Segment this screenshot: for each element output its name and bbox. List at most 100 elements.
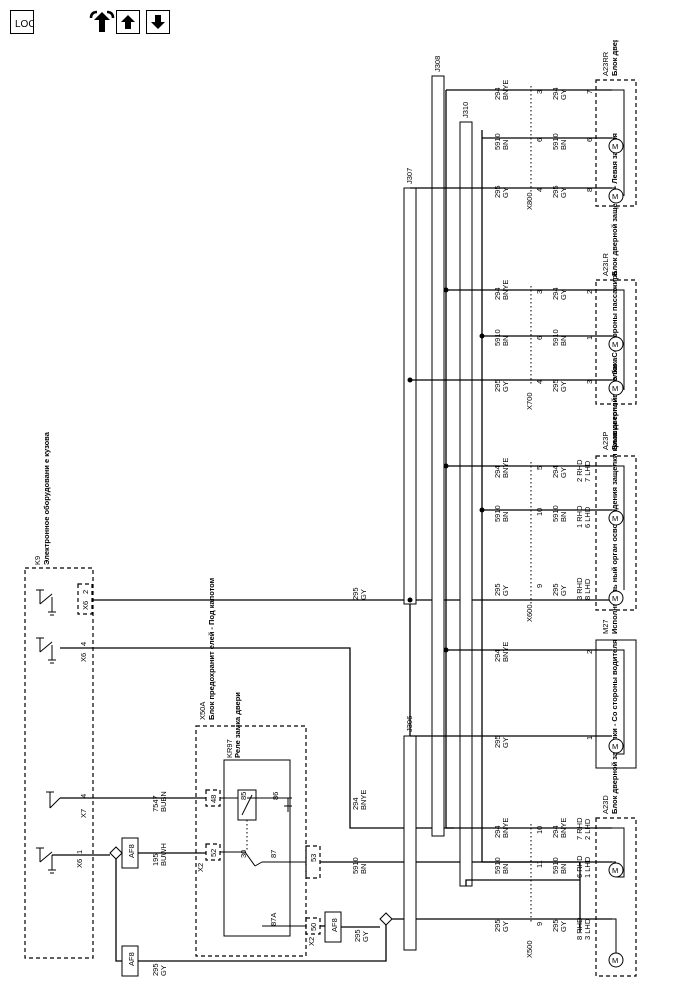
svg-text:GY: GY (359, 589, 368, 600)
svg-text:3: 3 (535, 90, 544, 94)
svg-text:A23LR: A23LR (601, 252, 610, 276)
svg-text:50: 50 (309, 923, 318, 931)
svg-text:X2: X2 (307, 937, 316, 946)
svg-text:5910: 5910 (351, 857, 360, 874)
svg-text:294: 294 (493, 825, 502, 838)
svg-text:4: 4 (79, 794, 88, 798)
svg-text:A23RR: A23RR (601, 51, 610, 76)
svg-text:AF8: AF8 (127, 952, 136, 966)
svg-text:AF8: AF8 (330, 918, 339, 932)
k9-module-box (24, 567, 94, 959)
svg-text:BNYE: BNYE (501, 458, 510, 478)
motor-icon (608, 952, 624, 968)
svg-text:Реле замка двери: Реле замка двери (233, 692, 242, 758)
svg-text:BN: BN (501, 512, 510, 522)
svg-text:Блок дверной защелки - Левая з: Блок дверной защелки - Левая задняя (610, 133, 619, 276)
svg-text:5910: 5910 (493, 857, 502, 874)
pin-labels-x700: 3 6 4 294 GY 5910 BN 295 GY (535, 287, 568, 392)
motor-icon (608, 738, 624, 754)
svg-text:X600: X600 (525, 604, 534, 622)
k9-pin2-x6-driver (36, 589, 56, 616)
svg-text:294: 294 (493, 649, 502, 662)
k9-label: K9 Электронное оборудовани е кузова (33, 431, 51, 565)
svg-text:195: 195 (151, 853, 160, 866)
x50a-fuse-block (195, 725, 307, 957)
svg-text:2: 2 (81, 590, 90, 594)
svg-text:1: 1 (585, 336, 594, 340)
wire-labels-right: 294 BNYE 5910 BN 295 GY 294 BNYE 295 GY … (493, 80, 510, 932)
svg-text:7: 7 (585, 90, 594, 94)
svg-text:A23P: A23P (601, 432, 610, 450)
motor-icon (608, 590, 624, 606)
svg-text:295: 295 (551, 583, 560, 596)
splice-j306: J306 (403, 716, 417, 951)
x50a-label: X50A Блок предохранит елей - Под капотом (198, 577, 216, 720)
svg-text:X50A: X50A (198, 702, 207, 720)
svg-text:M: M (612, 594, 618, 603)
a23rr-module: A23RR Блок дверной защелки - Правая задн… (585, 40, 637, 207)
k9-pin1-driver (36, 847, 56, 874)
svg-text:295: 295 (351, 587, 360, 600)
svg-text:295: 295 (493, 735, 502, 748)
signal-flow-icon (89, 10, 115, 32)
svg-text:GY: GY (559, 89, 568, 100)
svg-text:5910: 5910 (493, 329, 502, 346)
pin-labels-x800: 3 6 4 294 GY 5910 BN 295 GY (535, 87, 568, 198)
location-view-button[interactable]: LOC (10, 10, 34, 34)
svg-text:BUBN: BUBN (159, 791, 168, 812)
svg-text:M: M (612, 340, 618, 349)
svg-text:M27: M27 (601, 619, 610, 634)
svg-text:295: 295 (151, 963, 160, 976)
svg-text:294: 294 (493, 87, 502, 100)
svg-text:7 LHD: 7 LHD (583, 460, 592, 482)
svg-text:BN: BN (501, 140, 510, 150)
svg-text:BNYE: BNYE (501, 818, 510, 838)
svg-text:M: M (612, 742, 618, 751)
a23p-module: A23P Блок дверной защелки - Со стороны п… (595, 270, 637, 611)
splice-j308: J308 (431, 56, 445, 837)
svg-text:GY: GY (501, 921, 510, 932)
svg-text:7 RHD: 7 RHD (575, 817, 584, 840)
svg-text:BN: BN (501, 864, 510, 874)
svg-text:BN: BN (559, 512, 568, 522)
svg-text:48: 48 (209, 795, 218, 803)
svg-text:6: 6 (585, 138, 594, 142)
x2-connector-pins: 48 52 53 50 X2 X2 (196, 789, 321, 946)
wiring-diagram: K9 Электронное оборудовани е кузова 1 X6… (24, 40, 637, 977)
kr97-relay: KR97 Реле замка двери 85 86 30 87 87A (220, 692, 306, 937)
svg-text:295: 295 (493, 583, 502, 596)
svg-text:BNYE: BNYE (359, 790, 368, 810)
svg-text:GY: GY (559, 381, 568, 392)
svg-text:8 RHD: 8 RHD (575, 917, 584, 940)
motor-icon (608, 510, 624, 526)
navigate-signal-button[interactable] (88, 8, 116, 36)
svg-text:GY: GY (501, 187, 510, 198)
svg-text:2: 2 (585, 290, 594, 294)
svg-text:X6: X6 (81, 601, 90, 610)
svg-text:5910: 5910 (551, 133, 560, 150)
svg-text:87: 87 (269, 850, 278, 858)
svg-text:Блок предохранит елей - Под ка: Блок предохранит елей - Под капотом (207, 577, 216, 720)
svg-text:85: 85 (239, 792, 248, 800)
af8-fuse-k9: AF8 (121, 837, 139, 869)
svg-text:294: 294 (551, 87, 560, 100)
svg-text:BNYE: BNYE (501, 642, 510, 662)
svg-text:6: 6 (535, 336, 544, 340)
svg-text:BN: BN (501, 336, 510, 346)
svg-text:KR97: KR97 (225, 739, 234, 758)
svg-text:6 LHD: 6 LHD (583, 506, 592, 528)
svg-text:2 RHD: 2 RHD (575, 459, 584, 482)
svg-text:5: 5 (535, 466, 544, 470)
svg-text:3: 3 (535, 290, 544, 294)
arrow-up-icon (121, 15, 135, 29)
svg-text:M: M (612, 142, 618, 151)
previous-page-button[interactable] (116, 10, 140, 34)
svg-text:X500: X500 (525, 940, 534, 958)
k9-pin4-x7-driver (46, 791, 61, 809)
svg-text:2 LHD: 2 LHD (583, 818, 592, 840)
next-page-button[interactable] (146, 10, 170, 34)
svg-text:BN: BN (559, 336, 568, 346)
svg-text:295: 295 (493, 379, 502, 392)
svg-text:Электронное оборудовани е кузо: Электронное оборудовани е кузова (42, 431, 51, 565)
svg-text:1: 1 (75, 850, 84, 854)
